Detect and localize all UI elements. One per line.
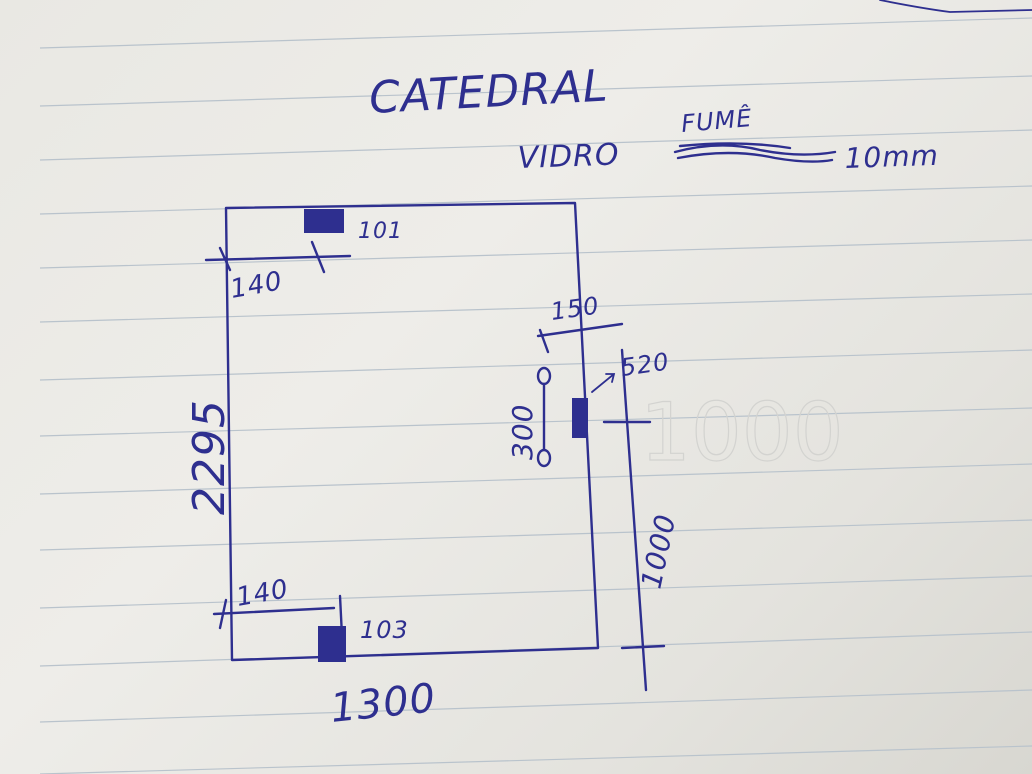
corner-stroke bbox=[879, 0, 1032, 13]
ghost-mark: 1000 bbox=[640, 386, 844, 479]
lock-height-label: 1000 bbox=[635, 511, 683, 591]
lock-height-dimension-line bbox=[602, 348, 666, 692]
material-tint-text: FUMÊ bbox=[680, 103, 754, 138]
door-outline bbox=[224, 201, 600, 662]
handle-offset-line bbox=[536, 322, 624, 354]
top-hinge-dimension-line bbox=[204, 240, 352, 274]
height-label: 2295 bbox=[184, 399, 235, 515]
handle-length-label: 300 bbox=[506, 404, 539, 460]
ruled-lines bbox=[39, 17, 1032, 774]
bottom-hinge-offset-label: 140 bbox=[234, 574, 291, 613]
handle-bottom-knob bbox=[536, 448, 552, 468]
top-hinge-offset-label: 140 bbox=[228, 266, 285, 305]
top-hinge-mark bbox=[304, 209, 344, 233]
lock-arrow bbox=[591, 373, 616, 393]
bottom-hinge-label: 103 bbox=[360, 616, 409, 644]
handle-top-knob bbox=[536, 366, 552, 386]
scribble-out-mark bbox=[673, 142, 837, 163]
width-label: 1300 bbox=[328, 675, 438, 732]
handle-offset-label: 150 bbox=[549, 291, 601, 326]
title-text: CATEDRAL bbox=[368, 61, 610, 124]
lock-mark bbox=[572, 398, 588, 438]
top-hinge-label: 101 bbox=[358, 219, 403, 244]
material-text: VIDRO bbox=[517, 137, 620, 176]
bottom-hinge-mark bbox=[318, 626, 346, 662]
lock-label: 520 bbox=[619, 347, 671, 382]
thickness-text: 10mm bbox=[844, 139, 939, 175]
